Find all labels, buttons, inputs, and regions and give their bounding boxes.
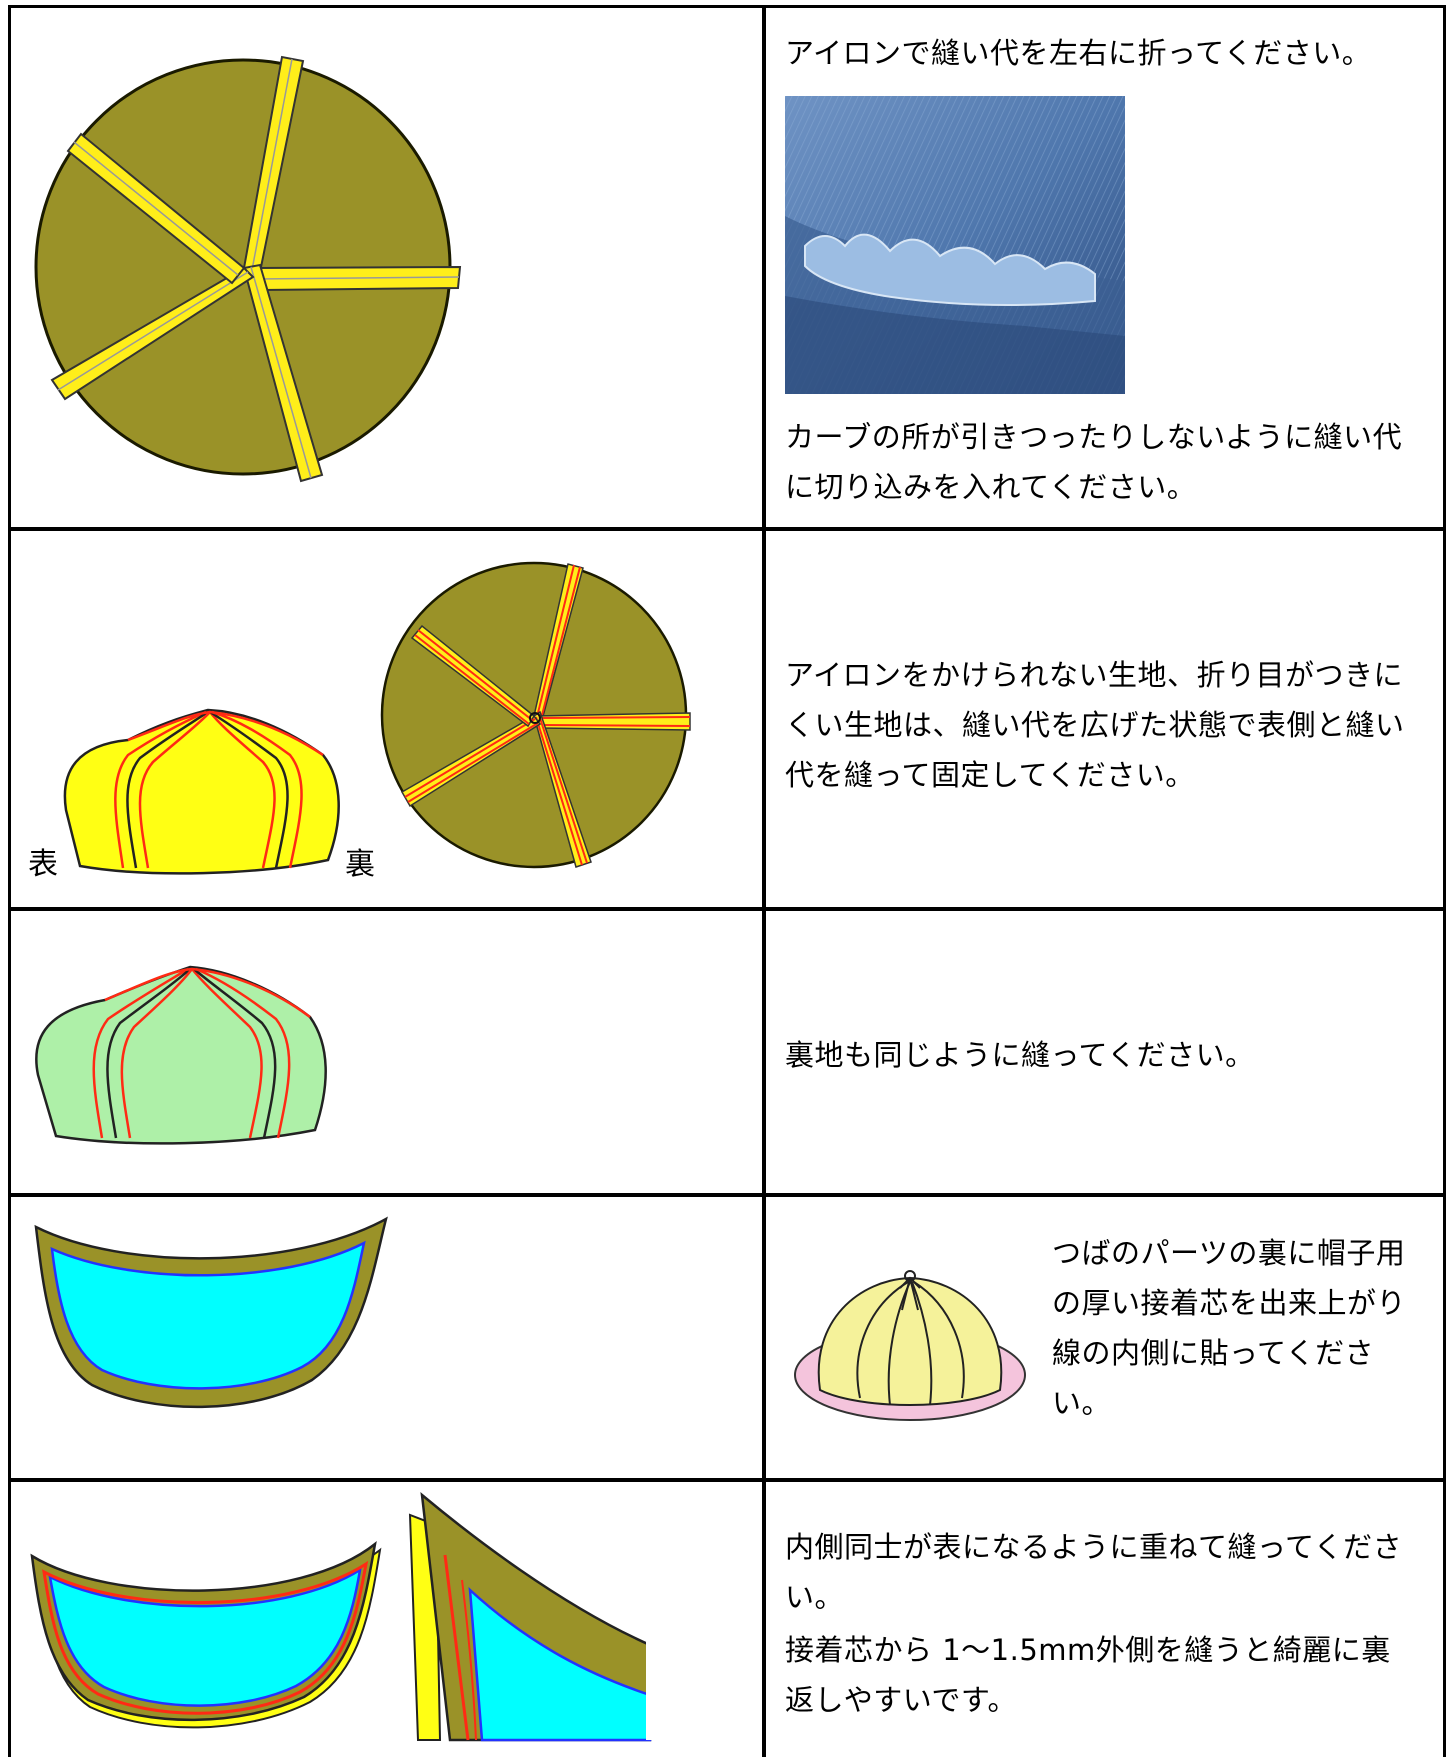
table-border-top: [8, 5, 1446, 8]
table-border-right: [1443, 5, 1446, 1757]
lining-crown-diagram: [35, 965, 327, 1145]
row1-instruction-bottom: カーブの所が引きつったりしないように縫い代に切り込みを入れてください。: [785, 420, 1403, 504]
crown-seam-diagram: [34, 55, 462, 483]
finished-hat-illustration: [794, 1270, 1026, 1421]
outer-crown-front-diagram: [63, 708, 340, 875]
column-divider: [762, 5, 766, 1757]
row-divider-3: [8, 1193, 1446, 1197]
row2-instruction: アイロンをかけられない生地、折り目がつきにくい生地は、縫い代を広げた状態で表側と…: [785, 658, 1405, 792]
row-divider-2: [8, 907, 1446, 911]
brim-stitched-closeup-diagram: [408, 1492, 652, 1742]
label-back: 裏: [345, 847, 375, 882]
brim-stitched-diagram: [30, 1540, 382, 1729]
row1-instruction-top: アイロンで縫い代を左右に折ってください。: [785, 36, 1372, 70]
crown-stitched-back-diagram: [380, 561, 691, 869]
row-divider-4: [8, 1478, 1446, 1482]
row4-instruction: つばのパーツの裏に帽子用の厚い接着芯を出来上がり線の内側に貼ってください。: [1052, 1236, 1407, 1420]
table-border-left: [8, 5, 11, 1757]
row3-instruction: 裏地も同じように縫ってください。: [785, 1038, 1255, 1072]
label-front: 表: [28, 847, 58, 882]
row5-instruction-line2: 接着芯から 1〜1.5mm外側を縫うと綺麗に裏返しやすいです。: [785, 1633, 1391, 1717]
row-divider-1: [8, 527, 1446, 531]
row5-instruction-line1: 内側同士が表になるように重ねて縫ってください。: [785, 1530, 1403, 1614]
brim-with-interfacing-diagram: [34, 1216, 388, 1409]
seam-allowance-photo: [785, 96, 1125, 394]
